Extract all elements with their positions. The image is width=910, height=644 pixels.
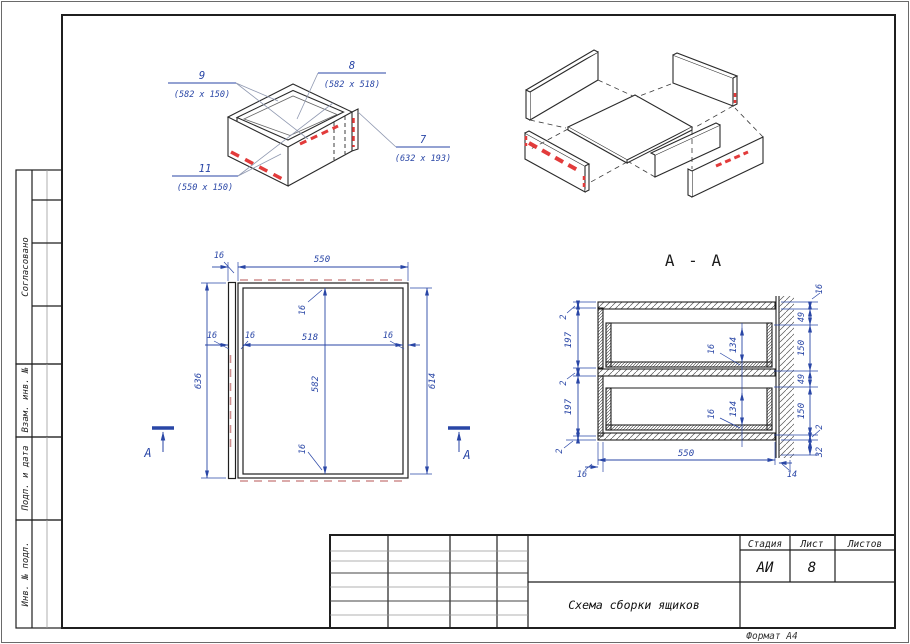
sec-bottom-14: 14 bbox=[787, 470, 797, 480]
plan-dim-16-top: 16 bbox=[214, 251, 224, 261]
plan-dim-614: 614 bbox=[428, 373, 438, 389]
sec-right-32: 32 bbox=[815, 447, 825, 458]
plan-view: 16 550 636 614 518 16 16 16 582 16 16 A … bbox=[143, 251, 471, 482]
section-cut-marks: A A bbox=[143, 426, 471, 462]
callout-7-size: (632 x 193) bbox=[395, 154, 451, 164]
title-block: Стадия Лист Листов АИ 8 Схема сборки ящи… bbox=[329, 534, 896, 629]
sec-bottom-16: 16 bbox=[577, 470, 587, 480]
plan-dim-16-inner-bottom: 16 bbox=[298, 444, 308, 454]
sec-right-2: 2 bbox=[815, 424, 825, 429]
callout-9-number: 9 bbox=[199, 70, 205, 82]
sec-right-16: 16 bbox=[815, 284, 825, 294]
plan-dim-582: 582 bbox=[311, 376, 321, 392]
sheet-value: 8 bbox=[808, 560, 816, 576]
sec-right-49a: 49 bbox=[797, 312, 807, 322]
callout-9-size: (582 x 150) bbox=[174, 90, 230, 100]
callout-8-size: (582 x 518) bbox=[324, 80, 380, 90]
sec-left-2c: 2 bbox=[555, 448, 565, 453]
sec-right-150b: 150 bbox=[797, 403, 807, 419]
format-label: Формат А4 bbox=[746, 631, 798, 642]
sec-inner-134a: 134 bbox=[729, 337, 739, 353]
callout-7-number: 7 bbox=[420, 134, 427, 146]
sec-inner-134b: 134 bbox=[729, 401, 739, 417]
doc-title: Схема сборки ящиков bbox=[568, 598, 700, 612]
plan-dim-16-inner-top: 16 bbox=[298, 305, 308, 315]
plan-dim-518: 518 bbox=[302, 333, 318, 343]
sheet-header: Лист bbox=[800, 539, 824, 550]
callout-11-number: 11 bbox=[199, 163, 212, 175]
section-view: A - A bbox=[555, 251, 825, 480]
sec-left-2b: 2 bbox=[559, 380, 569, 385]
sec-left-2a: 2 bbox=[559, 314, 569, 319]
section-letter-right: A bbox=[462, 448, 470, 462]
stage-header: Стадия bbox=[748, 539, 783, 550]
stage-value: АИ bbox=[756, 560, 774, 576]
sec-bottom-550: 550 bbox=[678, 449, 694, 459]
plan-dim-16-left-b: 16 bbox=[245, 331, 255, 341]
callout-11-size: (550 x 150) bbox=[177, 183, 233, 193]
sec-inner-16b: 16 bbox=[707, 409, 717, 419]
strip-label-podp-data: Подп. и дата bbox=[21, 445, 31, 511]
plan-dim-550: 550 bbox=[314, 255, 330, 265]
strip-label-vzam-inv: Взам. инв. № bbox=[21, 367, 31, 433]
section-letter-left: A bbox=[143, 446, 151, 460]
plan-red-dashed-edges bbox=[229, 279, 408, 482]
callout-8-number: 8 bbox=[349, 60, 355, 72]
strip-label-inv-podl: Инв. № подл. bbox=[21, 541, 31, 607]
plan-dim-16-right: 16 bbox=[383, 331, 393, 341]
iso-exploded-view bbox=[524, 49, 764, 198]
iso-assembled-drawer-view: 9 (582 x 150) 8 (582 x 518) 7 (632 x 193… bbox=[168, 60, 451, 193]
strip-label-soglasovano: Согласовано bbox=[21, 237, 31, 297]
plan-dim-636: 636 bbox=[194, 373, 204, 389]
sheets-header: Листов bbox=[847, 539, 882, 550]
section-title: A - A bbox=[665, 251, 723, 270]
sec-inner-16a: 16 bbox=[707, 344, 717, 354]
sec-left-197a: 197 bbox=[564, 331, 574, 348]
sec-right-49b: 49 bbox=[797, 374, 807, 384]
sec-left-197b: 197 bbox=[564, 398, 574, 415]
left-attribute-strip bbox=[15, 169, 63, 629]
plan-dim-16-left-a: 16 bbox=[207, 331, 217, 341]
sec-right-150a: 150 bbox=[797, 340, 807, 356]
